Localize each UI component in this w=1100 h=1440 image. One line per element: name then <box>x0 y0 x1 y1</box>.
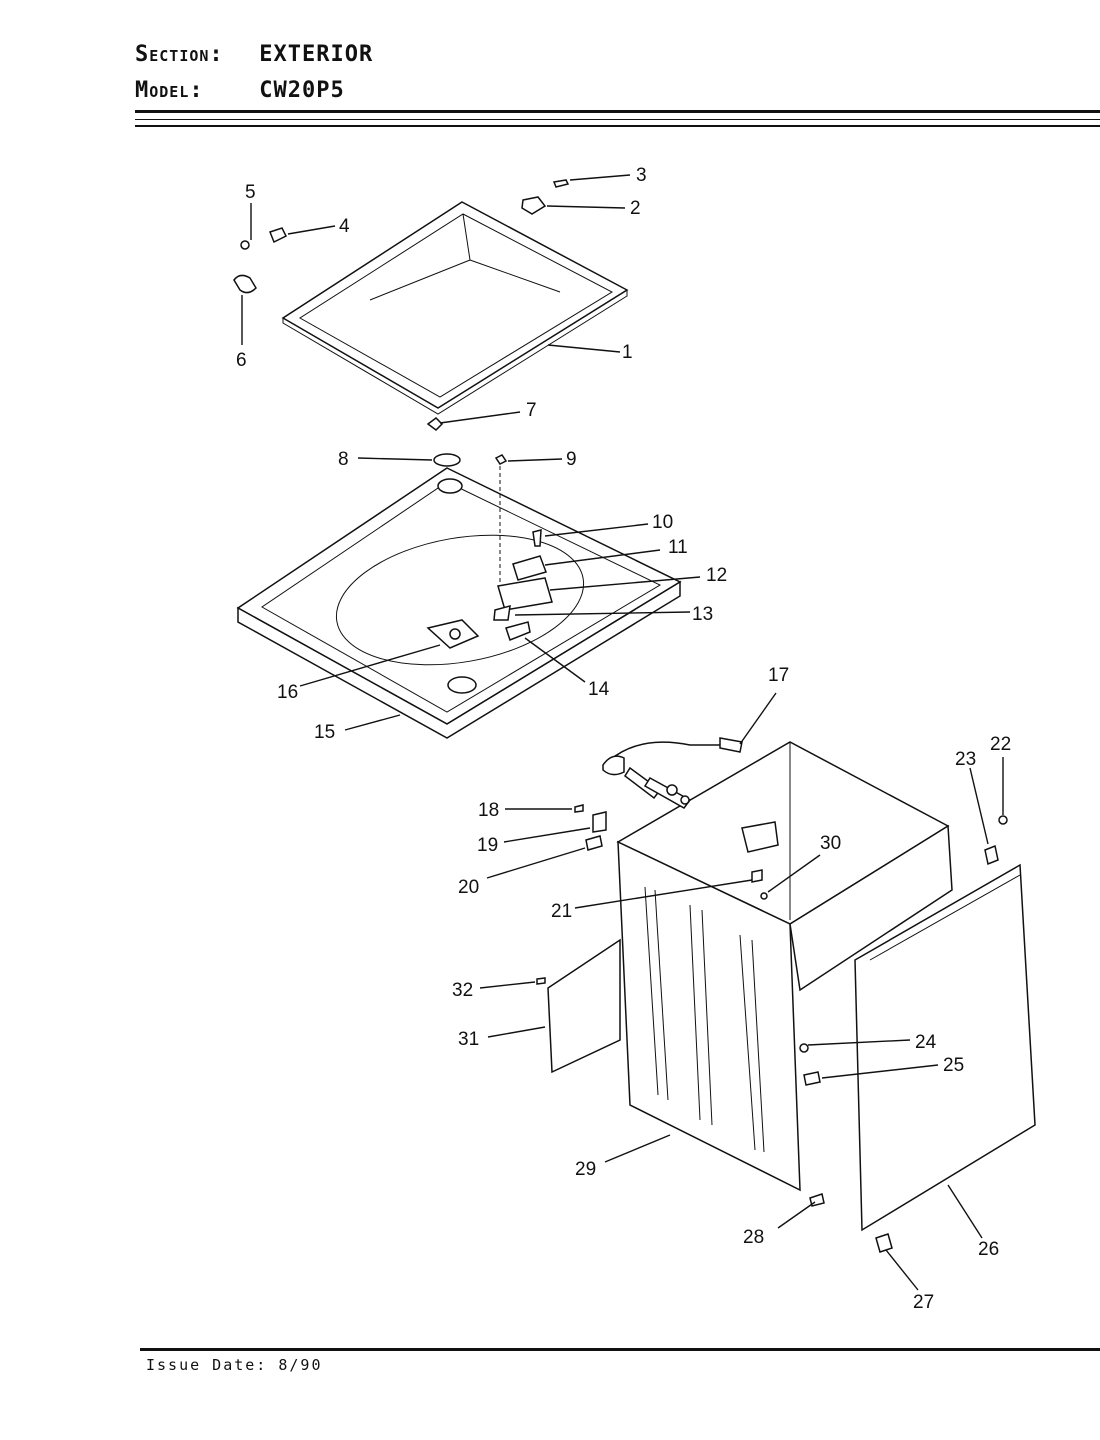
small-fastener-parts <box>536 804 1008 1253</box>
callout-17: 17 <box>768 665 789 686</box>
header-rule-thin <box>135 119 1100 120</box>
callout-26: 26 <box>978 1239 999 1260</box>
section-heading: Section: EXTERIOR <box>135 42 373 67</box>
callout-1: 1 <box>622 342 633 363</box>
callout-21: 21 <box>551 901 572 922</box>
top-cover <box>236 453 682 739</box>
callout-28: 28 <box>743 1227 764 1248</box>
callout-23: 23 <box>955 749 976 770</box>
callout-16: 16 <box>277 682 298 703</box>
callout-9: 9 <box>566 449 577 470</box>
callout-30: 30 <box>820 833 841 854</box>
callout-2: 2 <box>630 198 641 219</box>
callout-20: 20 <box>458 877 479 898</box>
callout-18: 18 <box>478 800 499 821</box>
callout-12: 12 <box>706 565 727 586</box>
callout-6: 6 <box>236 350 247 371</box>
header-rule-bottom <box>135 125 1100 127</box>
lid-hinge-part <box>233 179 570 431</box>
callout-15: 15 <box>314 722 335 743</box>
callout-4: 4 <box>339 216 350 237</box>
callout-8: 8 <box>338 449 349 470</box>
header-rule-thick <box>135 110 1100 113</box>
issue-date: Issue Date: 8/90 <box>146 1356 323 1374</box>
callout-32: 32 <box>452 980 473 1001</box>
callout-5: 5 <box>245 182 256 203</box>
callout-19: 19 <box>477 835 498 856</box>
callout-29: 29 <box>575 1159 596 1180</box>
leader-lines <box>241 174 1004 1291</box>
callout-10: 10 <box>652 512 673 533</box>
callout-22: 22 <box>990 734 1011 755</box>
callout-numbers: 1 2 3 4 5 6 7 8 9 10 11 12 13 14 15 16 1… <box>236 165 1011 1313</box>
callout-13: 13 <box>692 604 713 625</box>
callout-14: 14 <box>588 679 610 700</box>
callout-24: 24 <box>915 1032 937 1053</box>
model-label: Model: <box>135 78 204 103</box>
callout-25: 25 <box>943 1055 964 1076</box>
section-label: Section: <box>135 42 224 67</box>
callout-7: 7 <box>526 400 537 421</box>
callout-31: 31 <box>458 1029 479 1050</box>
callout-27: 27 <box>913 1292 934 1313</box>
callout-3: 3 <box>636 165 647 186</box>
lid-panel <box>281 201 629 415</box>
rear-panel <box>854 863 1036 1232</box>
section-value: EXTERIOR <box>259 42 374 67</box>
callout-11: 11 <box>668 537 688 558</box>
model-value: CW20P5 <box>259 78 345 103</box>
footer-rule <box>140 1348 1100 1351</box>
access-panel-left <box>547 938 621 1074</box>
model-heading: Model: CW20P5 <box>135 78 345 103</box>
cabinet <box>602 737 953 1192</box>
